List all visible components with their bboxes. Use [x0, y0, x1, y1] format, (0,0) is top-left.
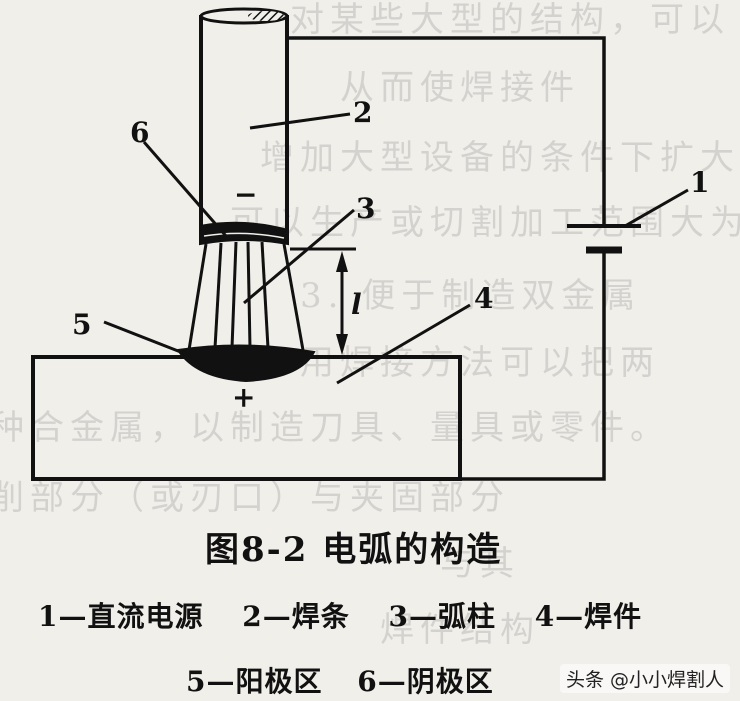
arc-length-arrow-up — [336, 251, 348, 272]
electrode-top-hatch — [248, 11, 284, 21]
circuit-wire-bottom — [460, 250, 606, 481]
legend-item-cathode-region: 6—阴极区 — [357, 665, 494, 698]
legend-item-anode-region: 5—阳极区 — [186, 665, 323, 698]
label-2: 2 — [353, 96, 372, 129]
label-4: 4 — [474, 282, 493, 315]
label-3: 3 — [356, 192, 375, 225]
plus-sign: + — [232, 381, 255, 414]
circuit-wire — [287, 36, 606, 224]
leader-5 — [103, 320, 197, 360]
legend-item-electrode: 2—焊条 — [242, 600, 350, 633]
label-6: 6 — [130, 116, 149, 149]
label-5: 5 — [72, 308, 91, 341]
watermark: 头条 @小小焊割人 — [560, 664, 731, 693]
leader-1 — [624, 188, 689, 228]
arc-length-arrow-down — [336, 334, 348, 355]
arc-length-label: l — [351, 288, 362, 321]
legend-item-arc-column: 3—弧柱 — [388, 600, 496, 633]
legend-item-dc-power: 1—直流电源 — [38, 600, 204, 633]
anode-region — [176, 344, 316, 383]
legend-item-workpiece: 4—焊件 — [534, 600, 643, 633]
leader-2 — [249, 112, 351, 130]
legend-row-1: 1—直流电源 2—焊条 3—弧柱 4—焊件 — [38, 595, 642, 635]
leader-4 — [336, 303, 471, 385]
arc-column — [187, 241, 305, 351]
label-1: 1 — [690, 166, 709, 199]
leader-6 — [142, 141, 228, 237]
legend-row-2: 5—阳极区 6—阴极区 — [186, 660, 494, 700]
leader-3 — [243, 208, 355, 305]
minus-sign: − — [234, 178, 257, 211]
figure-caption: 图8-2 电弧的构造 — [205, 530, 503, 570]
